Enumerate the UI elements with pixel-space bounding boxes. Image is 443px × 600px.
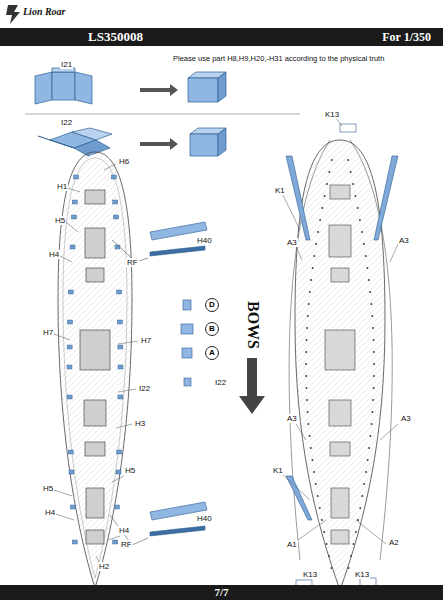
part-callout: H2: [98, 562, 110, 571]
product-code: LS350008: [88, 28, 143, 46]
part-callout: RF: [126, 258, 139, 267]
part-callout: K1: [272, 466, 284, 475]
scale-text: For 1/350: [382, 28, 431, 46]
part-callout: H1: [56, 182, 68, 191]
part-callout: K1: [274, 186, 286, 195]
note-text: Please use part H8,H9,H20,-H31 according…: [172, 54, 385, 63]
part-callout: I22: [214, 378, 227, 387]
part-callout: I22: [138, 384, 151, 393]
ship-plan-left: [58, 152, 132, 588]
part-callout: A2: [388, 538, 400, 547]
part-callout: H3: [134, 419, 146, 428]
option-circle: D: [205, 298, 219, 312]
direction-label: BOWS: [244, 300, 262, 350]
part-callout: H5: [124, 466, 136, 475]
option-circle: B: [205, 322, 219, 336]
part-callout: I21: [60, 60, 73, 69]
part-callout: A3: [286, 238, 298, 247]
page-number: 7/7: [214, 585, 228, 600]
bows-arrow: [239, 358, 265, 414]
option-circle: A: [205, 346, 219, 360]
part-callout: H5: [42, 484, 54, 493]
part-callout: H4: [118, 526, 130, 535]
part-callout: H4: [48, 250, 60, 259]
logo-mark: [6, 5, 20, 24]
part-callout: K13: [354, 570, 370, 579]
left-leaders: [54, 164, 138, 564]
part-callout: K13: [324, 110, 340, 119]
option-letter: D: [209, 300, 215, 309]
i22-box-fold: [38, 128, 226, 156]
option-letter: B: [209, 324, 215, 333]
part-callout: I22: [60, 118, 73, 127]
part-callout: A3: [286, 414, 298, 423]
part-callout: RF: [120, 540, 133, 549]
part-callout: A3: [398, 236, 410, 245]
title-band: LS350008 For 1/350: [0, 28, 443, 46]
brand-logo: Lion Roar: [22, 6, 67, 18]
h40-inset: [110, 222, 207, 545]
part-callout: A1: [286, 540, 298, 549]
part-callout: H40: [196, 236, 213, 245]
title-band: 7/7: [0, 585, 443, 600]
part-callout: H7: [140, 336, 152, 345]
legend-icons: [181, 300, 193, 386]
ship-plan-right: [282, 118, 398, 590]
option-letter: A: [209, 348, 215, 357]
blue-part-markers: [67, 175, 123, 544]
part-callout: A3: [400, 414, 412, 423]
part-markers-right: [305, 159, 375, 569]
part-callout: H5: [54, 216, 66, 225]
part-callout: H7: [42, 328, 54, 337]
i21-box-fold: [35, 68, 226, 104]
part-callout: H4: [44, 508, 56, 517]
part-callout: H40: [196, 514, 213, 523]
part-callout: K13: [302, 570, 318, 579]
part-callout: H6: [118, 157, 130, 166]
separator: [25, 114, 300, 115]
